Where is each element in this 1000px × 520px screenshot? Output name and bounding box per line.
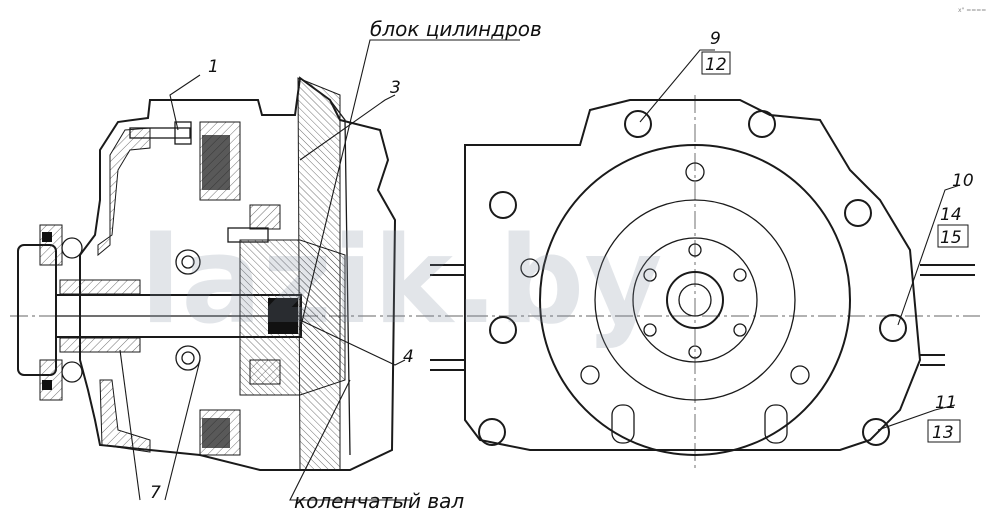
flange-ring — [632, 237, 758, 363]
bearing-front-top — [61, 237, 83, 259]
flange-bolts — [643, 243, 747, 359]
top-bolt — [129, 127, 191, 139]
callout-10: 10 — [952, 171, 974, 191]
callout-12: 12 — [705, 55, 727, 75]
callout-11: 11 — [935, 393, 957, 413]
bolt-upper — [227, 227, 269, 243]
hub-bore — [678, 283, 712, 317]
callout-14: 14 — [940, 205, 962, 225]
leader-lines — [119, 39, 961, 501]
callout-15: 15 — [940, 228, 962, 248]
shaft-collar-top — [59, 279, 141, 295]
front-view — [430, 95, 980, 470]
gear-teeth-lower — [202, 418, 230, 448]
section-view — [10, 76, 470, 471]
case-bolts — [478, 110, 907, 446]
label-cylinder-block: блок цилиндров — [370, 17, 542, 41]
label-crankshaft: коленчатый вал — [294, 489, 464, 513]
bearing-mid-bottom — [175, 345, 201, 371]
corner-mark: x" ==== — [958, 7, 986, 14]
callout-4: 4 — [403, 347, 414, 367]
front-case — [464, 99, 922, 451]
callout-9: 9 — [710, 29, 721, 49]
slot-right — [764, 404, 788, 444]
gear-teeth-upper — [202, 135, 230, 190]
seal-top — [39, 224, 63, 266]
callout-boxes — [701, 51, 969, 443]
crank-bolt — [268, 298, 298, 334]
inner-ring — [594, 199, 796, 401]
watermark: lazik.by — [140, 212, 663, 351]
clamp-lower — [249, 359, 281, 385]
seal-ring-top — [42, 232, 52, 242]
bearing-front-bottom — [61, 361, 83, 383]
callout-3: 3 — [390, 78, 401, 98]
slot-left — [611, 404, 635, 444]
housing-wall-bottom — [99, 379, 151, 453]
callout-7: 7 — [150, 483, 161, 503]
housing-outline — [79, 76, 397, 471]
seal-ring-bottom — [42, 380, 52, 390]
bearing-mid-top — [175, 249, 201, 275]
front-housing-ring — [539, 144, 851, 456]
clamp-upper — [249, 204, 281, 230]
shaft-collar-bottom — [59, 337, 141, 353]
callout-13: 13 — [932, 423, 954, 443]
hub-ring — [666, 271, 724, 329]
housing-wall-top — [97, 127, 151, 257]
callout-1: 1 — [208, 57, 219, 77]
